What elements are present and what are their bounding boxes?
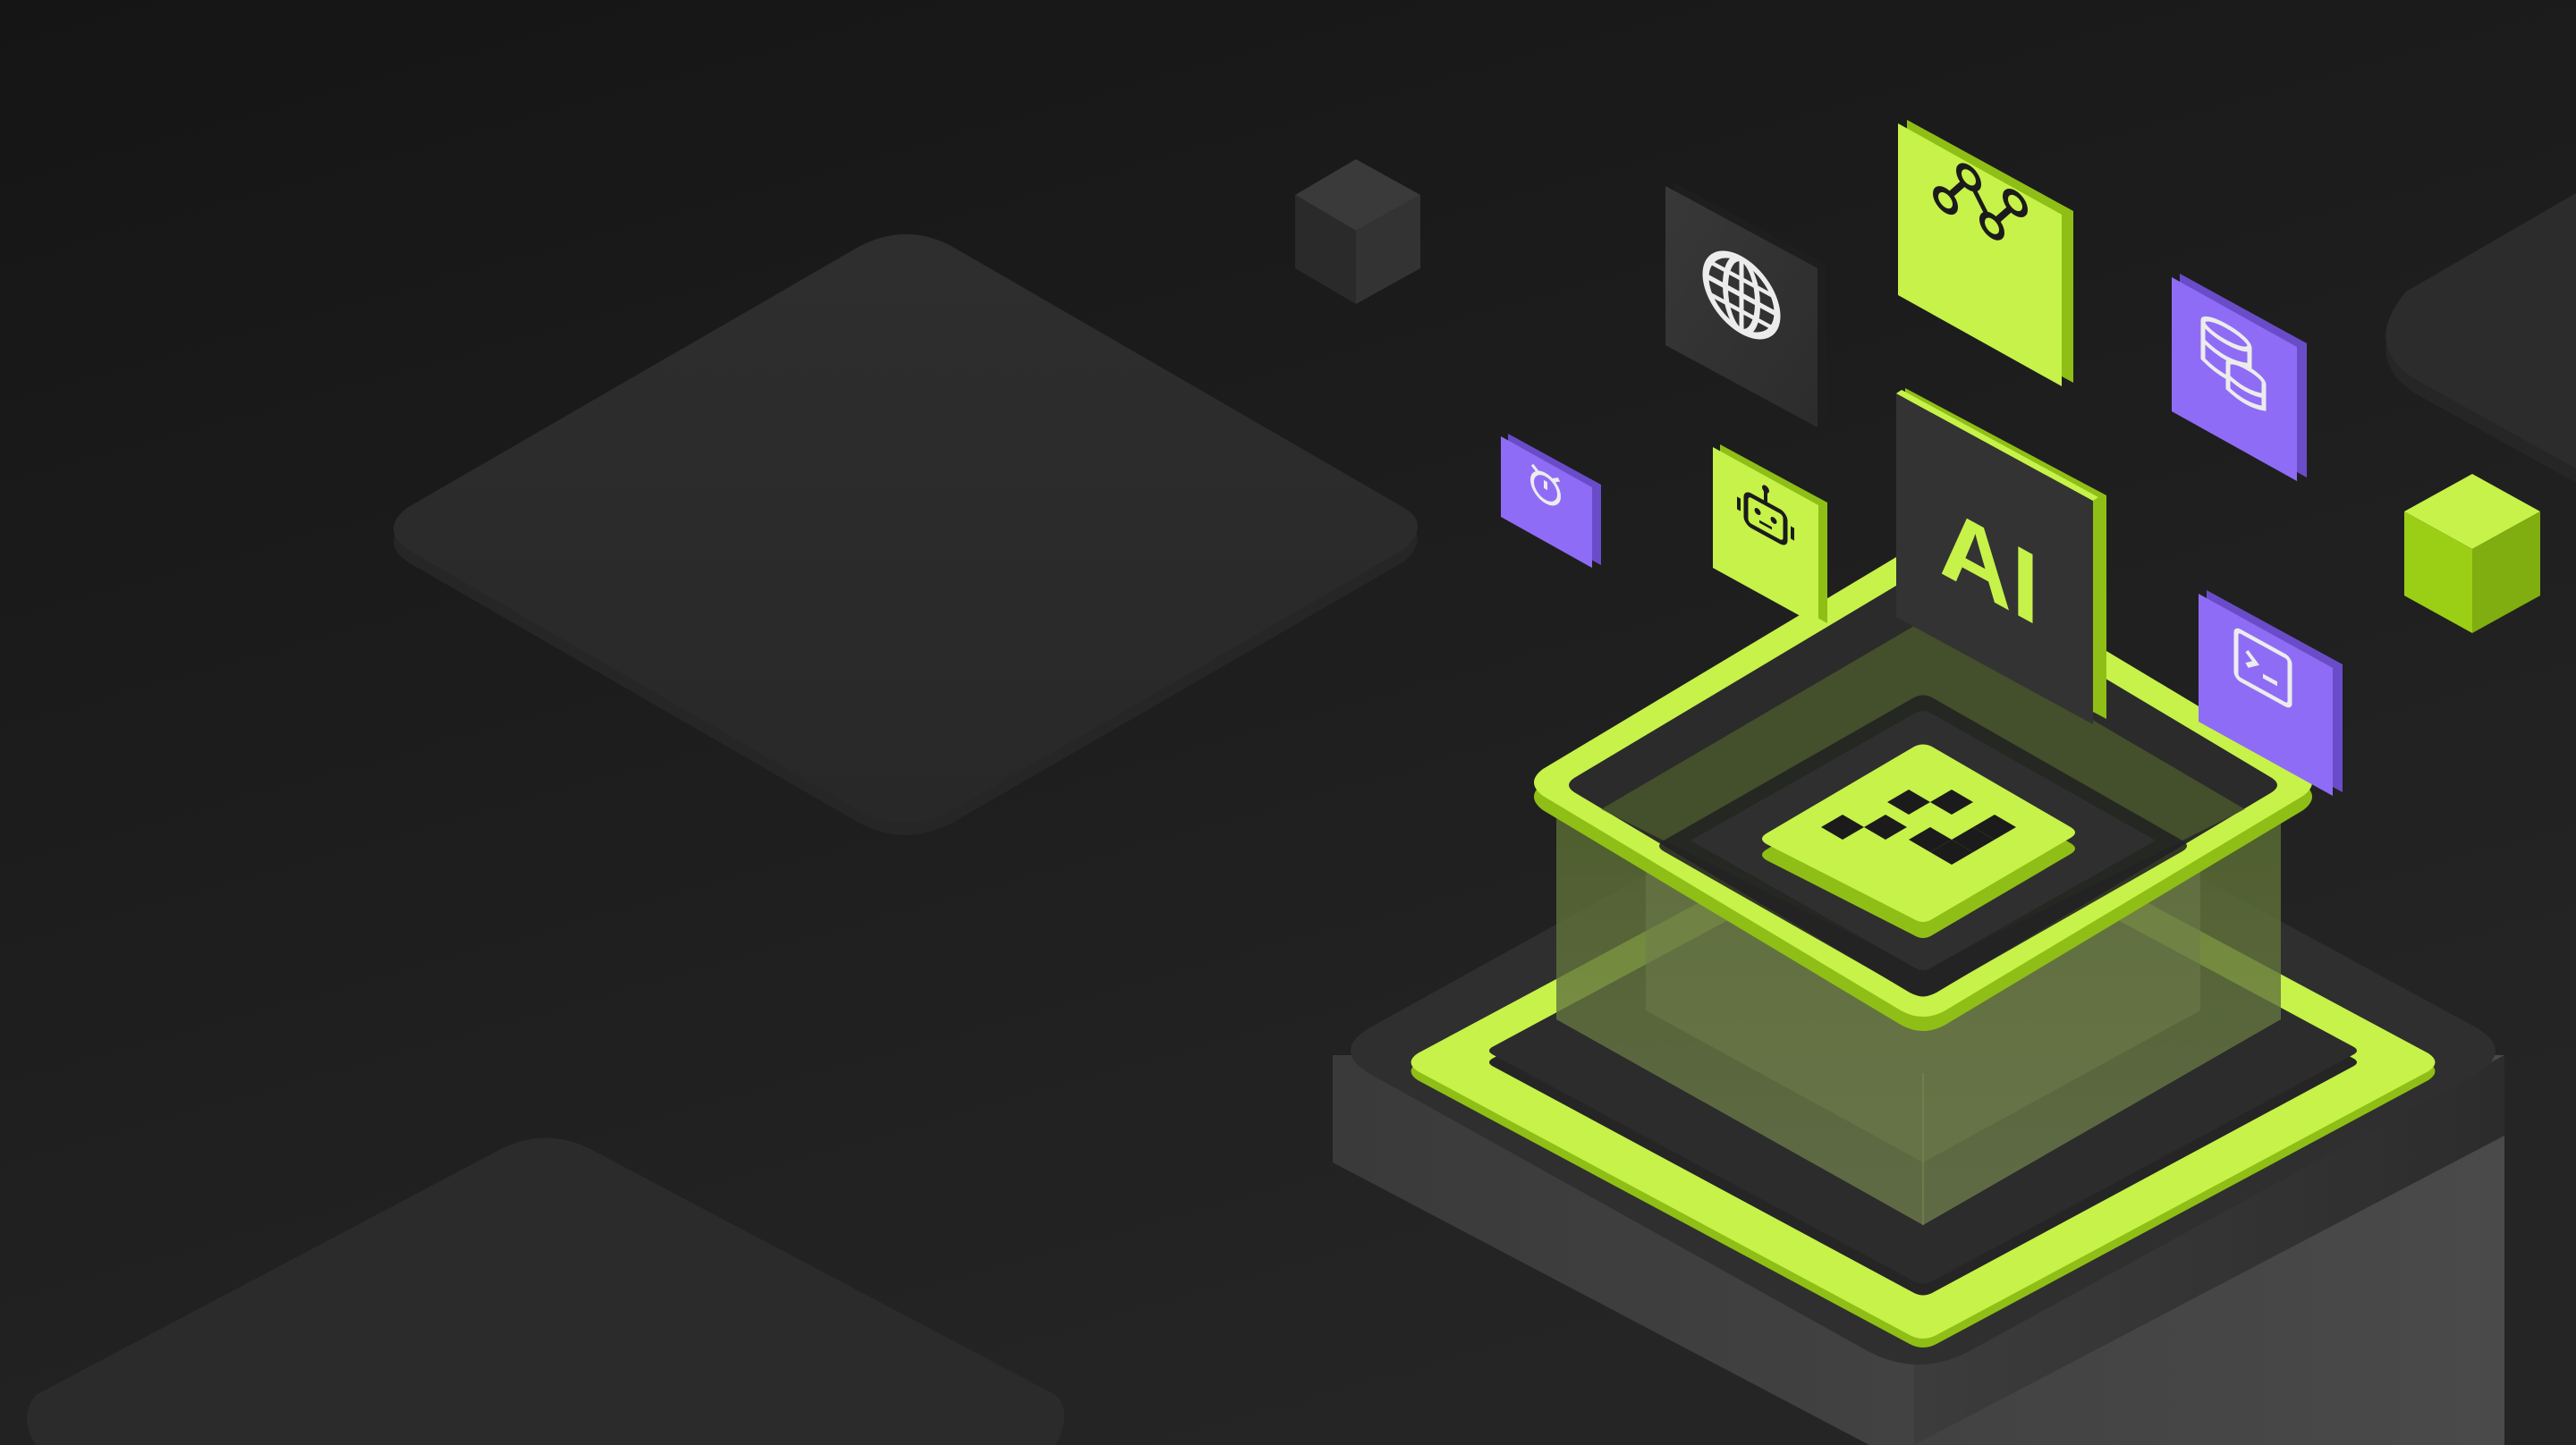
ai-tile: AI bbox=[1896, 388, 2106, 724]
background-plate-left bbox=[394, 234, 1418, 835]
logo-glyph bbox=[1821, 790, 2016, 865]
green-cube bbox=[2404, 474, 2540, 633]
globe-icon bbox=[1702, 250, 1781, 340]
robot-tile bbox=[1713, 444, 1827, 626]
database-tile bbox=[2172, 274, 2307, 481]
logo-tile bbox=[1762, 744, 2075, 938]
database-icon bbox=[2200, 316, 2267, 411]
network-nodes-icon bbox=[1933, 163, 2028, 241]
background-plate-bottom bbox=[27, 1137, 1064, 1445]
globe-tile bbox=[1665, 182, 1826, 427]
alarm-tile bbox=[1501, 434, 1601, 568]
terminal-icon bbox=[2233, 628, 2292, 708]
dark-cube bbox=[1295, 159, 1420, 304]
background-plate-right bbox=[2385, 193, 2576, 483]
robot-icon bbox=[1737, 485, 1794, 545]
alarm-clock-icon bbox=[1530, 463, 1561, 506]
terminal-tile bbox=[2199, 590, 2343, 796]
network-tile bbox=[1898, 120, 2073, 386]
